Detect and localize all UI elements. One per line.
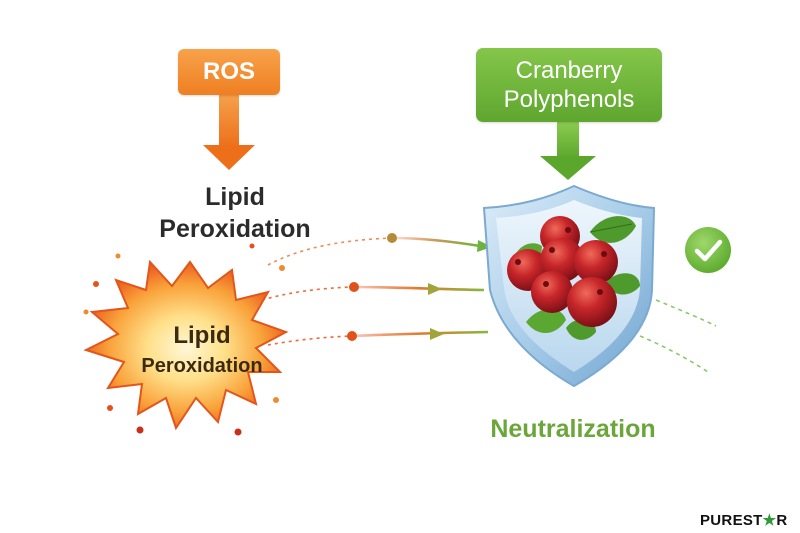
- radical-stream-top: [267, 233, 492, 266]
- cranberry-label-line2: Polyphenols: [503, 86, 635, 113]
- cranberry-down-arrow-icon: [540, 121, 596, 180]
- radical-stream-bottom: [267, 328, 489, 346]
- burst-label-line2: Peroxidation: [141, 355, 263, 377]
- cranberry-polyphenols-box: Cranberry Polyphenols: [476, 48, 662, 122]
- arrowhead-icon: [477, 240, 492, 252]
- neutralization-label: Neutralization: [490, 415, 656, 443]
- leaf-icon: [512, 216, 640, 340]
- radical-stream-middle: [261, 282, 485, 301]
- lipid-peroxidation-burst-icon: [83, 243, 289, 436]
- arrowhead-icon: [428, 283, 442, 295]
- burst-label-line1: Lipid: [173, 322, 231, 349]
- burst-label: Lipid Peroxidation: [102, 321, 302, 381]
- cranberry-label-line1: Cranberry: [515, 57, 623, 84]
- lipid-heading-line1: Lipid: [205, 183, 265, 211]
- radical-dot: [387, 233, 397, 243]
- radical-dot: [347, 331, 357, 341]
- ros-down-arrow-icon: [203, 95, 255, 170]
- radical-dot: [349, 282, 359, 292]
- arrowhead-icon: [430, 328, 444, 340]
- outgoing-trails: [639, 299, 717, 373]
- lipid-peroxidation-heading: Lipid Peroxidation: [120, 181, 350, 245]
- lipid-heading-line2: Peroxidation: [159, 215, 311, 243]
- cranberry-icon: [507, 216, 618, 327]
- checkmark-icon: [685, 227, 731, 273]
- star-icon: ★: [762, 512, 777, 529]
- ros-label: ROS: [202, 58, 255, 85]
- ros-label-box: ROS: [178, 49, 280, 95]
- brand-logo: PUREST★R: [700, 512, 788, 529]
